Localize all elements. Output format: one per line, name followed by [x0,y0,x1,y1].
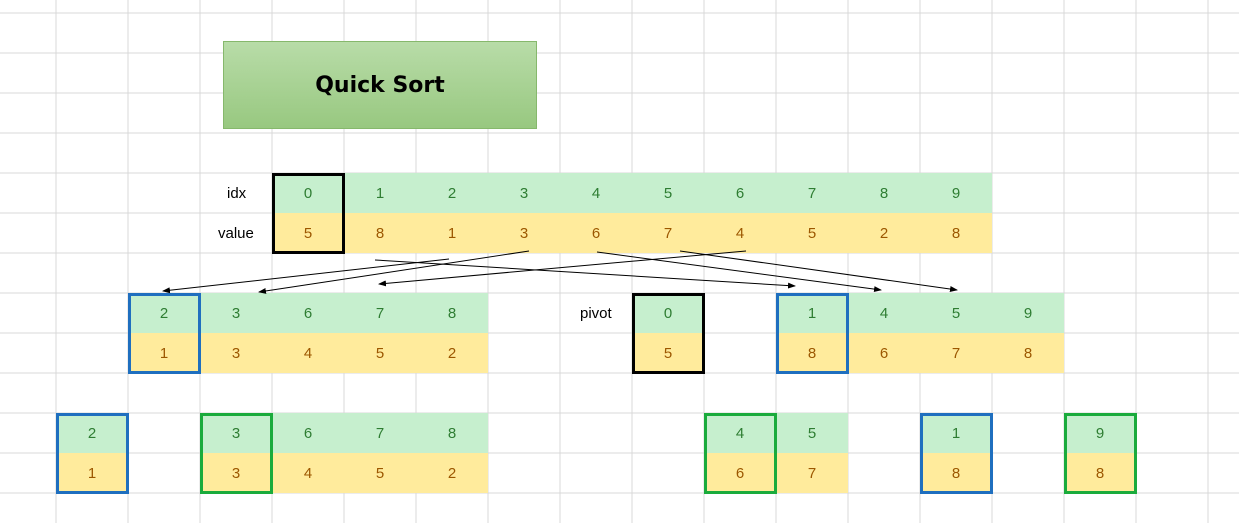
left-partition-value-cell: 5 [344,333,416,373]
main-idx-cell: 9 [920,173,992,213]
left-partition-idx-cell: 3 [200,293,272,333]
right-partition-value-cell: 6 [848,333,920,373]
level2-frame-a [56,413,129,494]
main-value-cell: 8 [344,213,416,253]
level2-c-idx-cell: 5 [776,413,848,453]
pivot-frame [632,293,705,374]
main-value-cell: 1 [416,213,488,253]
main-idx-cell: 2 [416,173,488,213]
pivot-value-cell: 5 [632,333,704,373]
level2-b-idx-cell: 6 [272,413,344,453]
main-value-cell: 5 [272,213,344,253]
main-idx-cell: 8 [848,173,920,213]
left-pivot-frame [128,293,201,374]
level2-b-idx-cell: 7 [344,413,416,453]
main-idx-cell: 6 [704,173,776,213]
level2-b-idx-cell: 8 [416,413,488,453]
right-partition-idx-cell: 4 [848,293,920,333]
pivot-frame-main [272,173,345,254]
idx-label: idx [227,184,247,202]
main-idx-cell: 7 [776,173,848,213]
level2-d-idx-cell: 1 [920,413,992,453]
level2-b-value-cell: 3 [200,453,272,493]
left-partition-value-cell: 4 [272,333,344,373]
main-value-cell: 4 [704,213,776,253]
level2-frame-b [200,413,273,494]
right-pivot-frame [776,293,849,374]
main-idx-cell: 4 [560,173,632,213]
left-partition-idx-cell: 2 [128,293,200,333]
right-partition-idx-cell: 5 [920,293,992,333]
main-value-cell: 7 [632,213,704,253]
right-partition-idx-cell: 9 [992,293,1064,333]
level2-frame-e [1064,413,1137,494]
main-value-cell: 3 [488,213,560,253]
pivot-label: pivot [580,304,612,322]
left-partition-idx-cell: 7 [344,293,416,333]
main-value-cell: 2 [848,213,920,253]
value-label: value [218,224,254,242]
pivot-idx-cell: 0 [632,293,704,333]
left-partition-value-cell: 3 [200,333,272,373]
left-partition-value-cell: 1 [128,333,200,373]
main-idx-cell: 1 [344,173,416,213]
level2-c-value-cell: 7 [776,453,848,493]
left-partition-idx-cell: 8 [416,293,488,333]
right-partition-value-cell: 8 [776,333,848,373]
right-partition-value-cell: 7 [920,333,992,373]
level2-d-value-cell: 8 [920,453,992,493]
level2-b-value-cell: 2 [416,453,488,493]
level2-e-value-cell: 8 [1064,453,1136,493]
main-value-cell: 5 [776,213,848,253]
level2-frame-d [920,413,993,494]
right-partition-idx-cell: 1 [776,293,848,333]
main-idx-cell: 5 [632,173,704,213]
main-value-cell: 8 [920,213,992,253]
page-title: Quick Sort [223,41,537,129]
left-partition-value-cell: 2 [416,333,488,373]
level2-b-value-cell: 5 [344,453,416,493]
level2-a-value-cell: 1 [56,453,128,493]
main-idx-cell: 0 [272,173,344,213]
right-partition-value-cell: 8 [992,333,1064,373]
left-partition-idx-cell: 6 [272,293,344,333]
level2-a-idx-cell: 2 [56,413,128,453]
level2-b-idx-cell: 3 [200,413,272,453]
level2-e-idx-cell: 9 [1064,413,1136,453]
level2-c-idx-cell: 4 [704,413,776,453]
level2-frame-c [704,413,777,494]
level2-b-value-cell: 4 [272,453,344,493]
main-value-cell: 6 [560,213,632,253]
main-idx-cell: 3 [488,173,560,213]
level2-c-value-cell: 6 [704,453,776,493]
